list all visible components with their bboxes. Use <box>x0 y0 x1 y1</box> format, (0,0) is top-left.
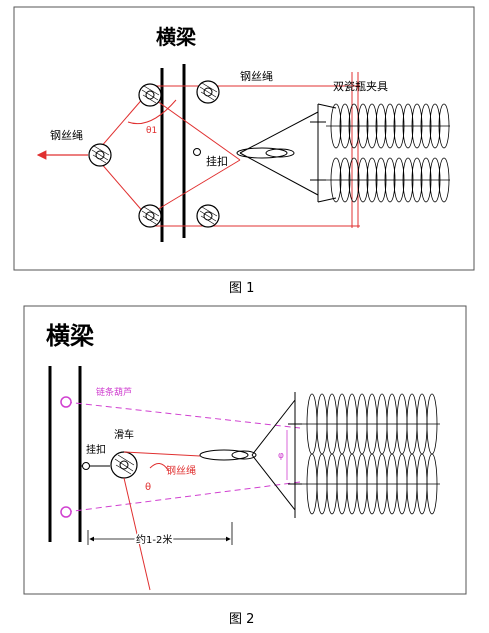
figure-2-caption: 图 2 <box>229 612 254 627</box>
wire-rope-lines <box>99 72 360 228</box>
angle-label: θ1 <box>146 126 157 136</box>
clamp-yoke <box>239 104 319 202</box>
insulator-string-upper-2 <box>302 393 440 455</box>
figure-1: 横梁 <box>13 6 475 296</box>
insulator-string-lower-2 <box>302 453 440 515</box>
wire-rope-2 <box>123 451 201 591</box>
insulator-string-upper <box>326 103 450 149</box>
figure-2-title: 横梁 <box>46 322 94 350</box>
angle-arc <box>127 99 177 125</box>
chain-hoist-anchor-bottom <box>60 506 72 518</box>
pulley-bottom-right <box>196 204 220 228</box>
hook-ring-2 <box>82 462 90 470</box>
figure-2-frame <box>23 305 467 595</box>
pulley-top-right <box>196 80 220 104</box>
wire-rope-label-2: 钢丝绳 <box>166 464 196 477</box>
angle-label-2: θ <box>145 482 151 493</box>
pulley-2 <box>110 451 138 479</box>
hook-label-2: 挂扣 <box>86 443 106 456</box>
shackle-2 <box>199 449 249 461</box>
figure-1-frame <box>13 6 475 271</box>
figure-1-caption: 图 1 <box>229 281 254 296</box>
chain-hoist-lines <box>65 401 301 513</box>
pulley-top-left <box>138 83 162 107</box>
wire-rope-left-label: 钢丝绳 <box>50 128 83 142</box>
insulator-string-lower <box>326 157 450 203</box>
hook-ring <box>193 148 201 156</box>
chain-hoist-label: 链条葫芦 <box>96 386 132 398</box>
pulley-free <box>88 143 112 167</box>
wire-rope-top-label: 钢丝绳 <box>240 69 273 83</box>
shackle-link <box>236 147 288 159</box>
figure-1-title: 横梁 <box>156 25 197 49</box>
hook-label: 挂扣 <box>206 154 228 168</box>
clamp-yoke-2 <box>251 392 296 518</box>
chain-hoist-anchor-top <box>60 396 72 408</box>
phi-label: φ <box>278 451 284 461</box>
figure-2: 横梁 链条葫芦 挂扣 滑车 钢丝绳 θ <box>23 305 467 627</box>
distance-label: 约1-2米 <box>136 533 172 546</box>
pulley-bottom-left <box>138 204 162 228</box>
pulley-label: 滑车 <box>114 428 134 441</box>
clamp-label: 双瓷瓶夹具 <box>333 79 388 93</box>
